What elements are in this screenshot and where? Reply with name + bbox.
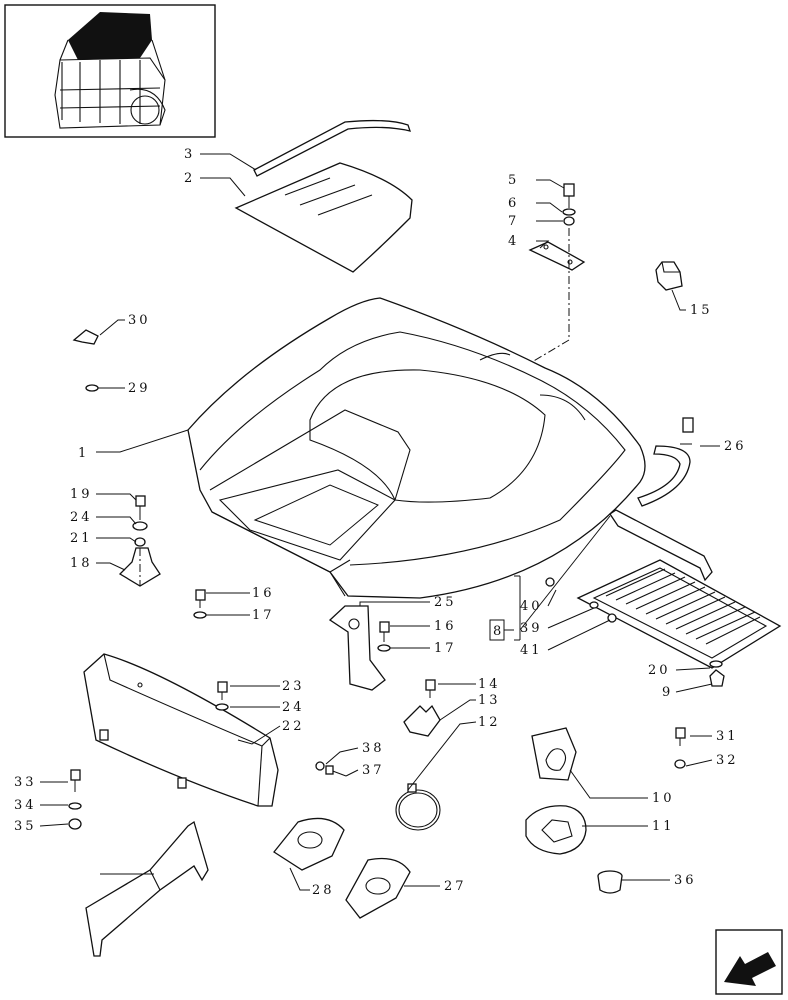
callout-19: 19 <box>70 487 93 502</box>
callout-40: 40 <box>520 599 543 614</box>
callout-21: 21 <box>70 531 93 546</box>
callout-24b: 24 <box>282 700 305 715</box>
arrow-icon <box>724 952 776 986</box>
part-bracket-13 <box>403 679 441 737</box>
part-rail-42 <box>85 820 209 957</box>
callout-18: 18 <box>70 556 93 571</box>
part-seal-strip <box>253 119 411 177</box>
callout-5: 5 <box>508 173 519 188</box>
callout-26: 26 <box>724 439 747 454</box>
callout-29: 29 <box>128 381 151 396</box>
callout-14: 14 <box>478 677 501 692</box>
part-plug-36 <box>597 870 623 894</box>
callout-16a: 16 <box>252 586 275 601</box>
callout-10: 10 <box>652 791 675 806</box>
part-clip <box>655 261 683 291</box>
callout-box-8 <box>489 619 505 641</box>
part-seal-10 <box>531 727 577 781</box>
tractor-thumbnail <box>4 4 216 138</box>
callout-31: 31 <box>716 729 739 744</box>
callout-labels: 1 2 3 4 5 6 7 8 9 10 11 12 13 14 15 16 1… <box>14 147 747 898</box>
callout-32: 32 <box>716 753 739 768</box>
part-grille-assembly <box>545 509 782 687</box>
part-front-bumper <box>83 653 279 807</box>
part-washer-29 <box>85 384 99 392</box>
part-bolt-31 <box>674 727 686 769</box>
callout-3: 3 <box>184 147 195 162</box>
callout-25: 25 <box>434 595 457 610</box>
callout-13: 13 <box>478 693 501 708</box>
part-glass-panel <box>234 162 413 273</box>
part-bolt-16-left <box>193 589 207 619</box>
callout-16b: 16 <box>434 619 457 634</box>
callout-9: 9 <box>662 685 673 700</box>
callout-37: 37 <box>362 763 385 778</box>
part-band-clamp <box>395 783 441 831</box>
callout-23: 23 <box>282 679 305 694</box>
callout-36: 36 <box>674 873 697 888</box>
callout-22: 22 <box>282 719 305 734</box>
callout-1: 1 <box>78 446 89 461</box>
callout-24a: 24 <box>70 510 93 525</box>
part-handle <box>637 417 694 507</box>
callout-30: 30 <box>128 313 151 328</box>
callout-17a: 17 <box>252 608 275 623</box>
callout-39: 39 <box>520 621 543 636</box>
callout-2: 2 <box>184 171 195 186</box>
part-bracket-18 <box>118 495 161 587</box>
part-plate-bolt-stack <box>528 183 586 271</box>
tractor-cab-icon <box>54 12 166 129</box>
callout-15: 15 <box>690 303 713 318</box>
part-flange-28 <box>273 817 345 871</box>
callout-8: 8 <box>493 624 504 639</box>
part-bolt-33 <box>68 769 82 830</box>
part-bolt-23 <box>215 681 229 711</box>
callout-7: 7 <box>508 214 519 229</box>
callout-35: 35 <box>14 819 37 834</box>
callout-12: 12 <box>478 715 501 730</box>
part-small-bracket <box>72 329 99 345</box>
part-bracket-25 <box>328 605 391 691</box>
callout-38: 38 <box>362 741 385 756</box>
grille-slots <box>605 568 761 645</box>
callout-34: 34 <box>14 798 37 813</box>
callout-17b: 17 <box>434 641 457 656</box>
part-flange-27 <box>345 857 411 919</box>
part-gasket-11 <box>525 805 587 855</box>
next-page-arrow-box[interactable] <box>715 929 783 995</box>
callout-27: 27 <box>444 879 467 894</box>
callout-20: 20 <box>648 663 671 678</box>
callout-6: 6 <box>508 196 519 211</box>
callout-33: 33 <box>14 775 37 790</box>
part-roof-shell <box>187 297 646 599</box>
leader-lines <box>39 153 720 891</box>
callout-28: 28 <box>312 883 335 898</box>
callout-4: 4 <box>508 234 519 249</box>
callout-41: 41 <box>520 643 543 658</box>
part-screw-37 <box>315 761 347 777</box>
callout-11: 11 <box>652 819 675 834</box>
